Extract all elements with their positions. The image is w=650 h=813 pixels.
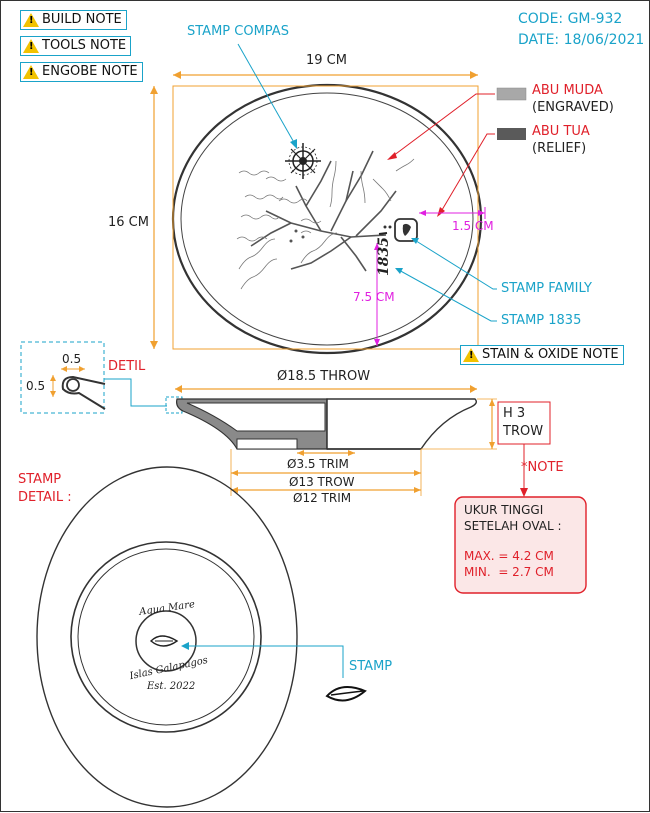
throw-label: Ø18.5 THROW (277, 369, 371, 384)
warning-icon (23, 39, 39, 53)
drawing-date: DATE: 18/06/2021 (518, 32, 645, 48)
height-note-min: MIN. = 2.7 CM (464, 565, 554, 579)
build-note-button[interactable]: BUILD NOTE (20, 10, 127, 30)
plate-inner-rim (180, 92, 474, 346)
leader-compas (237, 43, 297, 147)
warning-icon (23, 13, 39, 27)
stamp-detail-label-2: DETAIL : (18, 490, 72, 505)
note-mark: *NOTE (521, 460, 564, 475)
leaf-icon (149, 635, 179, 647)
legend-engraved-sub: (ENGRAVED) (532, 100, 614, 115)
stamp-compas-label: STAMP COMPAS (187, 24, 289, 39)
legend-engraved-title: ABU MUDA (532, 83, 603, 98)
height-3-sub: TROW (503, 424, 544, 439)
height-note-box (454, 496, 587, 594)
stamp-label: STAMP (349, 659, 393, 674)
top-view (150, 43, 527, 355)
height-note-title-2: SETELAH OVAL : (464, 519, 562, 533)
rim-profile (61, 375, 106, 410)
offset-h-label: 1.5 CM (452, 219, 494, 233)
dimension-box (172, 85, 479, 350)
section-right-outline (326, 398, 478, 450)
detil-label: DETIL (108, 359, 146, 374)
family-stamp-icon (378, 218, 418, 242)
swatch-light (496, 87, 527, 101)
arrow-right (470, 71, 478, 79)
compass-icon (285, 143, 321, 179)
build-note-label: BUILD NOTE (42, 12, 122, 27)
arrow-left (173, 71, 181, 79)
trim-12-label: Ø12 TRIM (293, 491, 352, 505)
arrow-down (150, 341, 158, 349)
stamp-1835-mark: 1835 (376, 237, 392, 276)
tools-note-button[interactable]: TOOLS NOTE (20, 36, 132, 56)
arrow-up (150, 86, 158, 94)
height-box (497, 401, 551, 445)
width-label: 19 CM (306, 53, 347, 68)
trow-13-label: Ø13 TROW (289, 475, 355, 489)
section-view (175, 385, 587, 594)
drawing-code: CODE: GM-932 (518, 11, 623, 27)
leader-1835 (396, 268, 497, 322)
leader-engraved (388, 93, 495, 160)
dim-width-label: 0.5 (62, 352, 82, 366)
rim-detail (20, 341, 183, 414)
stamp-1835-label: STAMP 1835 (501, 313, 582, 328)
height-note-max: MAX. = 4.2 CM (464, 549, 554, 563)
stamp-family-label: STAMP FAMILY (501, 281, 592, 296)
stamp-detail-label-1: STAMP (18, 472, 62, 487)
engobe-note-label: ENGOBE NOTE (42, 64, 138, 79)
family-tree-engraving (250, 150, 397, 272)
engraved-names (236, 158, 415, 290)
height-3-label: H 3 (503, 406, 526, 421)
height-note-title-1: UKUR TINGGI (464, 503, 544, 517)
trim-35-label: Ø3.5 TRIM (287, 457, 349, 471)
height-label: 16 CM (108, 215, 149, 230)
offset-v-label: 7.5 CM (353, 290, 395, 304)
leader-family (412, 238, 497, 290)
stamp-detail-view (36, 466, 367, 808)
warning-icon (463, 348, 479, 362)
stain-oxide-note-button[interactable]: STAIN & OXIDE NOTE (460, 345, 624, 365)
stamp-leaf-icon (325, 686, 367, 702)
stamp-text-bottom-2: Est. 2022 (147, 681, 196, 692)
swatch-dark (497, 128, 526, 140)
engobe-note-button[interactable]: ENGOBE NOTE (20, 62, 143, 82)
dim-height-label: 0.5 (26, 379, 46, 393)
legend-relief-title: ABU TUA (532, 124, 590, 139)
tree-dots (289, 229, 305, 243)
legend-relief-sub: (RELIEF) (532, 141, 587, 156)
stain-note-label: STAIN & OXIDE NOTE (482, 347, 619, 362)
tools-note-label: TOOLS NOTE (42, 38, 127, 53)
leader-relief (438, 133, 495, 216)
warning-icon (23, 65, 39, 79)
